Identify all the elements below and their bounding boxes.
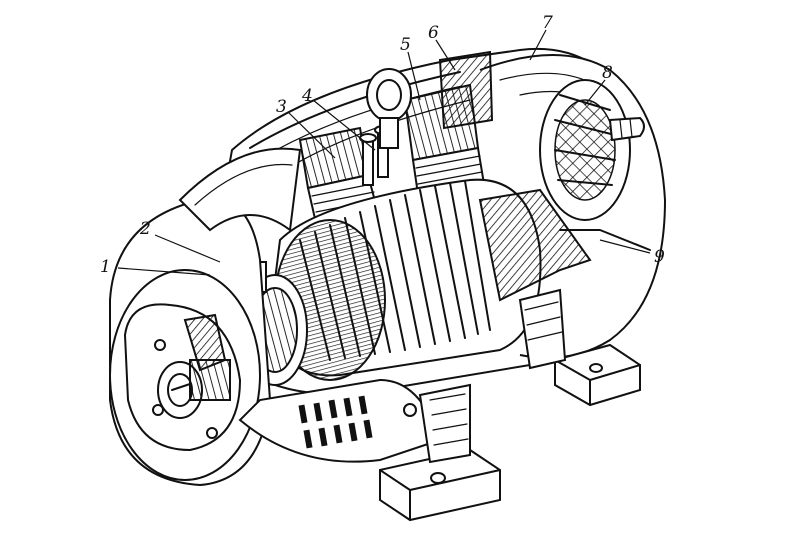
lower-housing (238, 378, 442, 463)
callout-6: 6 (428, 23, 439, 43)
callout-8: 8 (602, 63, 613, 83)
callout-1: 1 (100, 257, 111, 277)
leader-8 (584, 79, 606, 106)
armature-rotor (268, 178, 542, 381)
upper-end-bracket (178, 147, 302, 232)
frame-cut-section (478, 188, 651, 302)
stator-poles (298, 50, 494, 234)
leader-6 (435, 39, 456, 71)
leader-2 (154, 234, 221, 263)
leader-lines (117, 29, 651, 276)
leader-7 (529, 29, 547, 61)
mounting-foot-front (379, 383, 501, 522)
callout-labels: 1 2 3 4 5 6 7 8 9 (100, 13, 665, 277)
callout-2: 2 (139, 219, 151, 239)
leader-9 (599, 239, 651, 254)
callout-9: 9 (654, 247, 665, 267)
mounting-foot-rear (518, 288, 641, 407)
shaft-right-end (608, 116, 645, 142)
callout-3: 3 (276, 97, 287, 117)
callout-4: 4 (301, 86, 313, 106)
leader-5 (407, 51, 421, 101)
callout-5: 5 (400, 35, 411, 55)
leader-1 (117, 267, 211, 276)
callout-7: 7 (542, 13, 553, 33)
cooling-fan (539, 79, 631, 221)
lifting-eye-bolt (366, 68, 412, 149)
leader-3 (287, 111, 336, 159)
leader-4 (312, 99, 376, 151)
